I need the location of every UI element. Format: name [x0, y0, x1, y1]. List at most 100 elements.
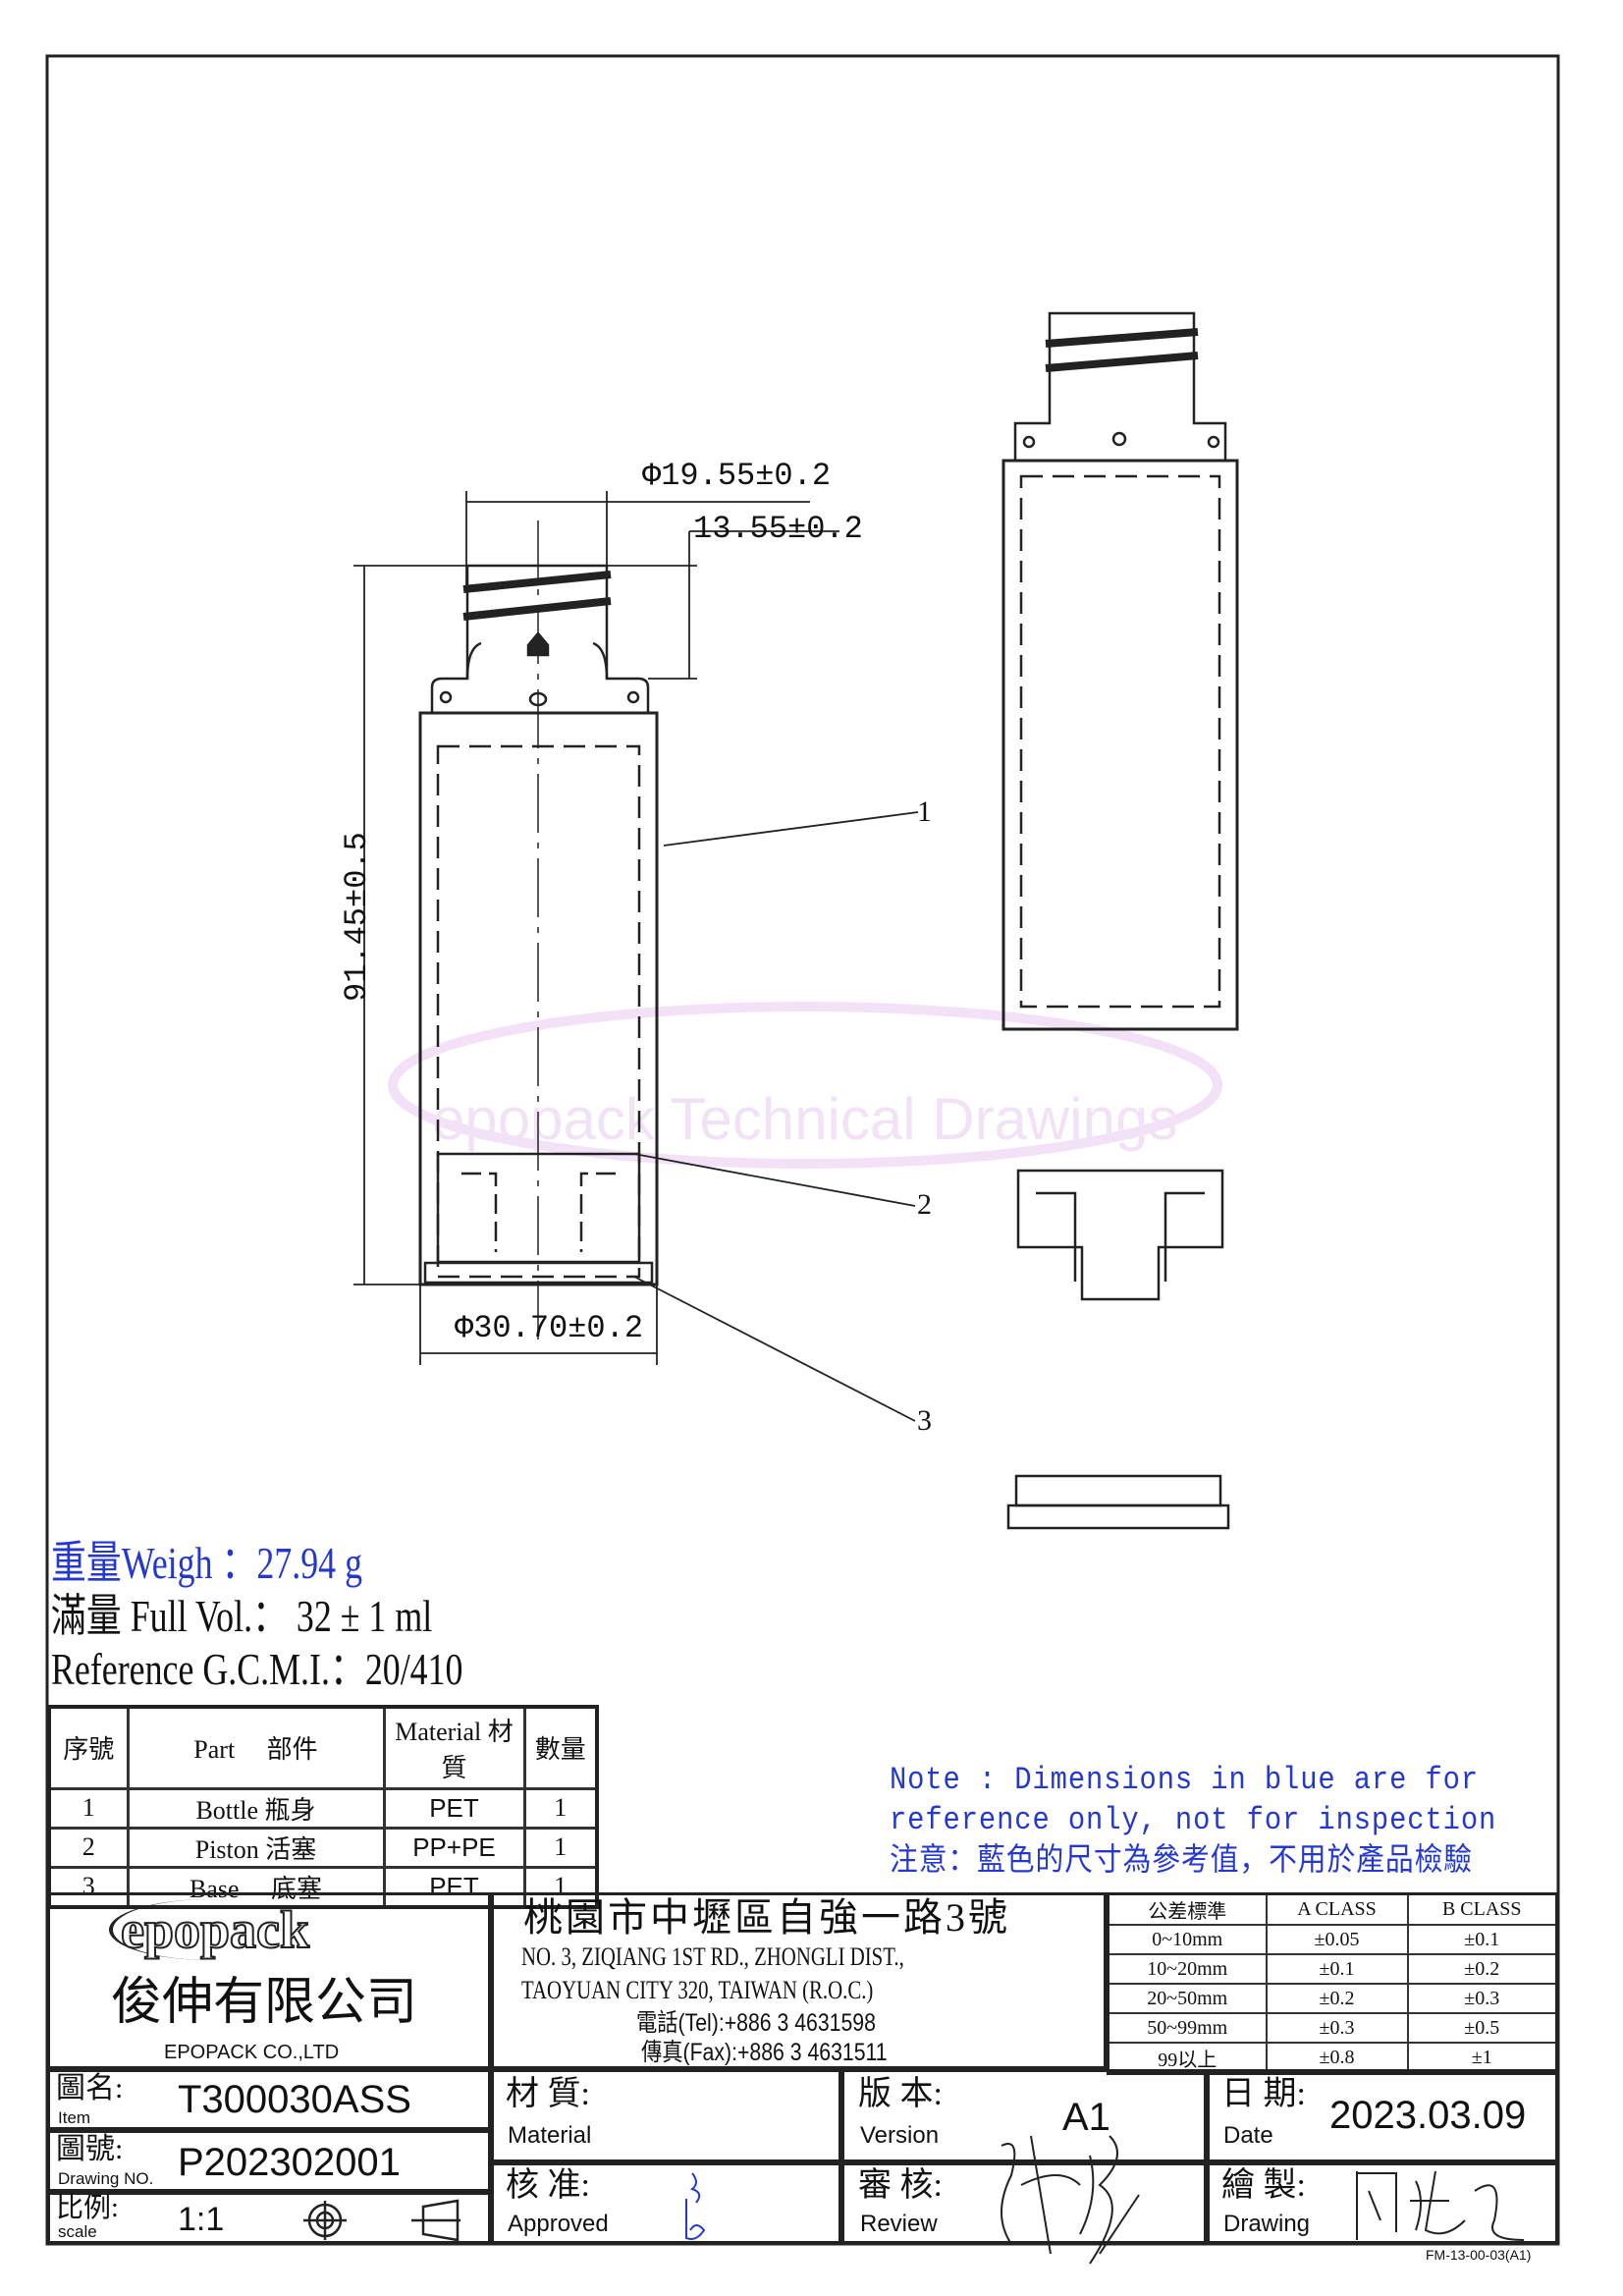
review-cell: 審 核: Review — [841, 2135, 1207, 2265]
review-signature — [1001, 2135, 1140, 2265]
drawing-frame — [45, 54, 1560, 2246]
tol-header: 公差標準 — [1107, 1892, 1268, 1926]
material-label-cn: 材 質: — [506, 2076, 590, 2112]
version-cell: 版 本: Version A1 — [841, 2069, 1207, 2162]
drawing-by-cell: 繪 製: Drawing — [1207, 2162, 1558, 2244]
cell: 1 — [522, 1826, 599, 1869]
weight-text: 重量Weigh ：27.94 g — [51, 1538, 363, 1588]
scale-cell: 比例: scale 1:1 — [47, 2192, 491, 2244]
tol-header: A CLASS — [1265, 1892, 1409, 1926]
cell: 99以上 — [1107, 2042, 1268, 2075]
scale-label-cn: 比例: — [56, 2193, 119, 2223]
cell: 1 — [522, 1786, 599, 1830]
version-label-en: Version — [860, 2122, 940, 2149]
header-part: Part 部件 — [126, 1705, 386, 1790]
cell: ±0.2 — [1265, 1983, 1409, 2014]
cell: 10~20mm — [1107, 1953, 1268, 1985]
drawing-no-cell: 圖號: Drawing NO. P202302001 — [47, 2130, 491, 2192]
cell: ±0.2 — [1406, 1953, 1558, 1985]
material-cell: 材 質: Material — [491, 2069, 841, 2162]
version-label-cn: 版 本: — [858, 2076, 943, 2112]
cell: ±0.1 — [1406, 1924, 1558, 1955]
header-no: 序號 — [47, 1705, 130, 1790]
note-line-2: reference only, not for inspection — [890, 1802, 1497, 1838]
item-label-cn: 圖名: — [56, 2072, 124, 2105]
epopack-logo: epopack — [109, 1899, 310, 1960]
date-value: 2023.03.09 — [1329, 2094, 1527, 2137]
cell: ±1 — [1406, 2042, 1558, 2075]
company-name-cn: 俊伸有限公司 — [111, 1975, 418, 2031]
address-en-1: NO. 3, ZIQIANG 1ST RD., ZHONGLI DIST., — [521, 1942, 904, 1971]
header-material: Material 材質 — [382, 1705, 526, 1790]
version-value: A1 — [1062, 2096, 1110, 2139]
dimension-lines — [353, 491, 919, 1422]
bottle-assembly-front-view — [418, 520, 659, 1345]
cell: 20~50mm — [1107, 1983, 1268, 2014]
approved-label-en: Approved — [508, 2211, 609, 2237]
company-name-en: EPOPACK CO.,LTD — [164, 2042, 340, 2063]
cell: ±0.3 — [1406, 1983, 1558, 2014]
cell: 3 — [47, 1865, 130, 1908]
cell: PET — [382, 1786, 526, 1830]
drawing-label-en: Drawing — [1223, 2211, 1311, 2237]
approved-cell: 核 准: Approved — [491, 2162, 841, 2244]
approved-label-cn: 核 准: — [506, 2167, 590, 2204]
dim-neck-diameter: Φ19.55±0.2 — [642, 458, 832, 494]
header-qty: 數量 — [522, 1705, 599, 1790]
full-volume-text: 滿量 Full Vol.： 32 ± 1 ml — [51, 1591, 433, 1641]
form-number: FM-13-00-03(A1) — [1426, 2247, 1532, 2263]
cell: PP+PE — [382, 1826, 526, 1869]
table-row: 99以上±0.8±1 — [1107, 2042, 1558, 2075]
company-cell: epopack 俊伸有限公司 EPOPACK CO.,LTD — [47, 1892, 491, 2069]
drawer-signature — [1356, 2170, 1525, 2241]
callout-2: 2 — [917, 1188, 932, 1221]
address-cell: 桃園市中壢區自強一路3號 NO. 3, ZIQIANG 1ST RD., ZHO… — [491, 1892, 1107, 2069]
table-row: 10~20mm±0.1±0.2 — [1107, 1953, 1558, 1985]
callout-1: 1 — [917, 795, 932, 828]
base-view — [1006, 1474, 1230, 1530]
note-line-1: Note : Dimensions in blue are for — [890, 1762, 1480, 1798]
cell: ±0.05 — [1265, 1924, 1409, 1955]
cell: ±0.1 — [1265, 1953, 1409, 1985]
item-label-en: Item — [58, 2108, 91, 2127]
item-cell: 圖名: Item T300030ASS — [47, 2069, 491, 2130]
tol-header: B CLASS — [1406, 1892, 1558, 1926]
cell: PET — [382, 1865, 526, 1908]
review-label-cn: 審 核: — [858, 2167, 943, 2204]
drawing-no-value: P202302001 — [178, 2141, 401, 2184]
dim-neck-height: 13.55±0.2 — [693, 511, 863, 547]
drawing-no-label-cn: 圖號: — [56, 2133, 124, 2165]
cell: Bottle 瓶身 — [126, 1786, 386, 1830]
date-cell: 日 期: Date 2023.03.09 — [1207, 2069, 1558, 2162]
date-label-en: Date — [1223, 2122, 1273, 2149]
table-row: 50~99mm±0.3±0.5 — [1107, 2012, 1558, 2044]
cell: Piston 活塞 — [126, 1826, 386, 1869]
cell: ±0.5 — [1406, 2012, 1558, 2044]
cell: 1 — [522, 1865, 599, 1908]
scale-label-en: scale — [58, 2222, 97, 2241]
watermark-text: epopack Technical Drawings — [432, 1086, 1177, 1152]
review-label-en: Review — [860, 2211, 938, 2237]
projection-symbol-icon — [303, 2199, 460, 2242]
material-label-en: Material — [508, 2122, 592, 2149]
cell: 1 — [47, 1786, 130, 1830]
drawing-no-label-en: Drawing NO. — [58, 2169, 154, 2188]
table-row: 0~10mm±0.05±0.1 — [1107, 1924, 1558, 1955]
gcmi-text: Reference G.C.M.I.：20/410 — [51, 1644, 463, 1694]
bottle-side-view — [1001, 311, 1239, 1031]
item-value: T300030ASS — [178, 2078, 411, 2121]
dim-body-diameter: Φ30.70±0.2 — [455, 1310, 644, 1346]
scale-value: 1:1 — [178, 2201, 225, 2238]
cell: 0~10mm — [1107, 1924, 1268, 1955]
watermark: epopack Technical Drawings — [388, 1002, 1222, 1169]
note-line-3: 注意：藍色的尺寸為參考值，不用於產品檢驗 — [890, 1843, 1474, 1880]
cell: ±0.8 — [1265, 2042, 1409, 2075]
callout-3: 3 — [917, 1404, 932, 1437]
approved-signature — [685, 2172, 706, 2240]
